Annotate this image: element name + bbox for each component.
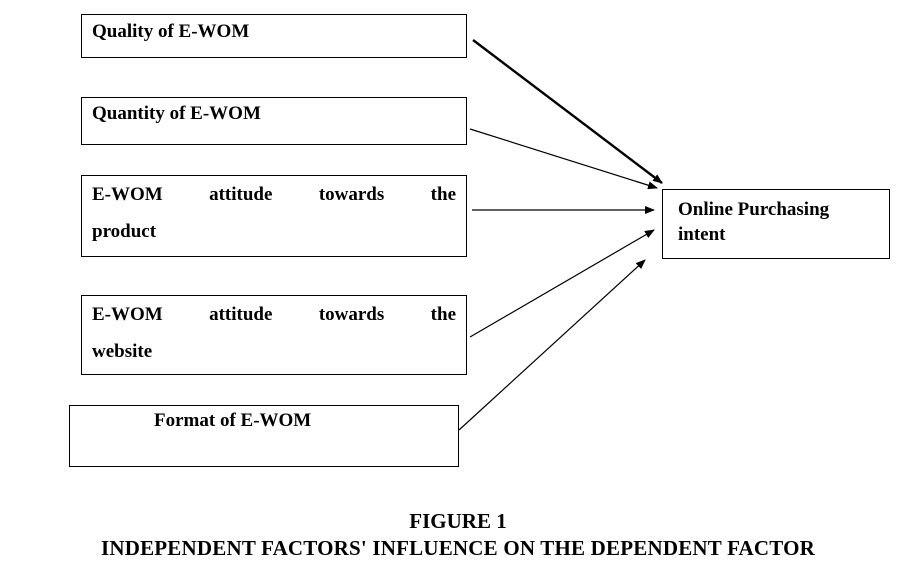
factor-label-attitude-website-line1: E-WOM attitude towards the	[92, 304, 456, 325]
factor-box-quality: Quality of E-WOM	[81, 14, 467, 58]
factor-label-attitude-product-line2: product	[92, 221, 157, 243]
factor-label-quantity: Quantity of E-WOM	[92, 103, 261, 124]
figure-number: FIGURE 1	[409, 509, 507, 533]
arrow-website-to-intent	[469, 229, 655, 338]
dependent-factor-box: Online Purchasing intent	[662, 189, 890, 259]
dependent-factor-label-line1: Online Purchasing	[678, 199, 830, 220]
arrow-quantity-to-intent	[469, 128, 658, 190]
factor-label-quality: Quality of E-WOM	[92, 21, 250, 42]
factor-box-attitude-website: E-WOM attitude towards the website	[81, 295, 467, 375]
factor-label-attitude-product-line1: E-WOM attitude towards the	[92, 184, 456, 205]
factor-label-attitude-website-line2: website	[92, 341, 153, 363]
factor-box-attitude-product: E-WOM attitude towards the product	[81, 175, 467, 257]
factor-label-format: Format of E-WOM	[154, 410, 312, 431]
figure-title: INDEPENDENT FACTORS' INFLUENCE ON THE DE…	[100, 536, 816, 560]
factor-box-quantity: Quantity of E-WOM	[81, 97, 467, 145]
factor-box-format: Format of E-WOM	[69, 405, 459, 467]
arrow-quality-to-intent	[472, 39, 663, 184]
arrow-format-to-intent	[458, 259, 646, 431]
dependent-factor-label-line2: intent	[678, 223, 726, 245]
